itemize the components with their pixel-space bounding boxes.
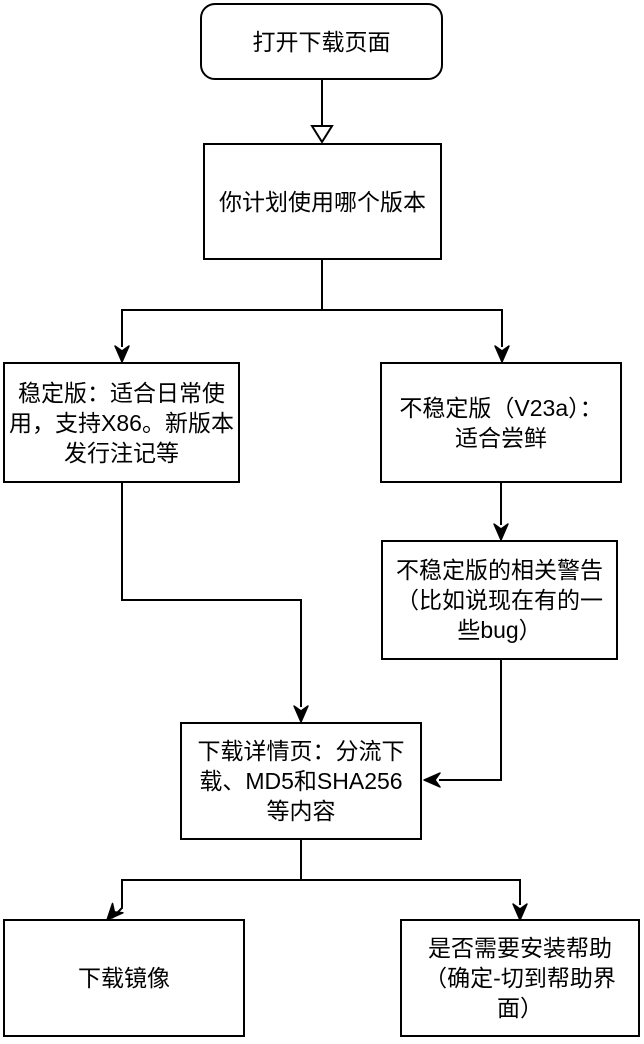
edge-version-split: [114, 260, 510, 363]
node-unstable-warning: 不稳定版的相关警告 （比如说现在有的一 些bug）: [381, 540, 618, 660]
open-triangle-arrowhead-icon: [310, 125, 334, 144]
down-arrowhead-icon: [494, 345, 510, 363]
node-unstable-version: 不稳定版（V23a）： 适合尝鲜: [380, 362, 622, 483]
node-which-version-label: 你计划使用哪个版本: [219, 188, 426, 215]
node-open-download-page: 打开下载页面: [200, 3, 443, 80]
node-open-download-page-label: 打开下载页面: [252, 28, 391, 55]
down-left-arrowhead-icon: [106, 902, 124, 921]
node-install-help: 是否需要安装帮助 （确定-切到帮助界 面）: [400, 919, 640, 1037]
down-arrowhead-icon: [114, 345, 130, 363]
edge-stable-to-detail: [121, 483, 309, 723]
edge-unstable-to-warning: [493, 483, 509, 541]
node-download-image-label: 下载镜像: [78, 965, 170, 991]
down-arrowhead-icon: [293, 705, 309, 723]
node-download-image: 下载镜像: [3, 919, 245, 1037]
node-download-detail-page: 下载详情页：分流下 载、MD5和SHA256 等内容: [180, 722, 422, 840]
node-unstable-version-label: 不稳定版（V23a）： 适合尝鲜: [399, 394, 603, 451]
node-stable-version: 稳定版：适合日常使 用，支持X86。新版本 发行注记等: [3, 362, 240, 483]
node-install-help-label: 是否需要安装帮助 （确定-切到帮助界 面）: [424, 935, 616, 1021]
left-arrowhead-icon: [423, 772, 441, 788]
down-arrowhead-icon: [493, 523, 509, 541]
edge-warning-to-detail: [423, 660, 502, 788]
down-arrowhead-icon: [512, 903, 528, 921]
node-stable-version-label: 稳定版：适合日常使 用，支持X86。新版本 发行注记等: [9, 379, 234, 466]
node-download-detail-page-label: 下载详情页：分流下 载、MD5和SHA256 等内容: [197, 738, 405, 824]
node-unstable-warning-label: 不稳定版的相关警告 （比如说现在有的一 些bug）: [396, 557, 603, 643]
node-which-version: 你计划使用哪个版本: [203, 143, 442, 260]
edge-open-to-version: [310, 80, 334, 144]
edge-detail-split: [106, 840, 528, 921]
